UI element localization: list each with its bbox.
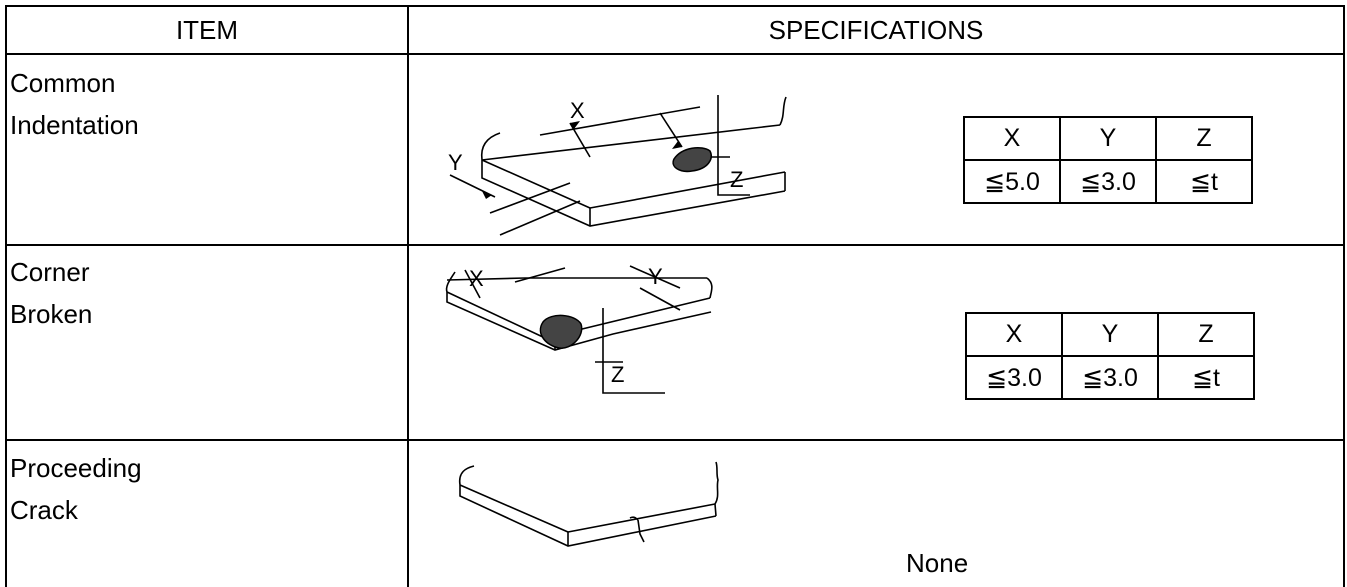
row-1-item-line2: Indentation xyxy=(10,110,139,140)
row-1-item: Common Indentation xyxy=(10,62,139,146)
row-1-limit-header-x: X xyxy=(963,116,1061,161)
header-divider xyxy=(5,53,1345,55)
row-2-sketch-z-label: Z xyxy=(611,362,624,387)
row-2-item-line2: Broken xyxy=(10,299,93,329)
row-1-limit-value-y: ≦3.0 xyxy=(1059,159,1157,204)
row-1-sketch-x-label: X xyxy=(570,98,585,123)
row-1-limits-table: X Y Z ≦5.0 ≦3.0 ≦t xyxy=(963,116,1253,204)
row-divider-1 xyxy=(5,244,1345,246)
row-2-item: Corner Broken xyxy=(10,251,92,335)
row-1-limits-header-row: X Y Z xyxy=(963,116,1253,161)
row-2-limit-header-y: Y xyxy=(1061,312,1159,357)
row-2-item-line1: Corner xyxy=(10,257,90,287)
row-1-sketch-y-label: Y xyxy=(448,150,463,175)
row-2-limits-table: X Y Z ≦3.0 ≦3.0 ≦t xyxy=(965,312,1255,400)
row-1-limit-header-z: Z xyxy=(1155,116,1253,161)
row-1-item-line1: Common xyxy=(10,68,116,98)
header-item: ITEM xyxy=(175,14,239,45)
row-2-limit-header-x: X xyxy=(965,312,1063,357)
row-2-limit-value-x: ≦3.0 xyxy=(965,355,1063,400)
row-3-item: Proceeding Crack xyxy=(10,447,142,531)
row-divider-2 xyxy=(5,439,1345,441)
column-divider xyxy=(407,5,409,587)
row-1-sketch-z-label: Z xyxy=(730,167,743,192)
row-1-limit-value-z: ≦t xyxy=(1155,159,1253,204)
corner-broken-sketch: X Y Z xyxy=(445,264,713,394)
common-indentation-sketch: X Y Z xyxy=(448,95,787,236)
row-1-limit-value-x: ≦5.0 xyxy=(963,159,1061,204)
row-3-item-line2: Crack xyxy=(10,495,78,525)
row-2-limit-value-z: ≦t xyxy=(1157,355,1255,400)
row-2-limit-header-z: Z xyxy=(1157,312,1255,357)
row-2-limits-header-row: X Y Z xyxy=(965,312,1255,357)
header-specifications: SPECIFICATIONS xyxy=(768,14,984,45)
row-2-sketch-x-label: X xyxy=(469,266,484,291)
proceeding-crack-sketch xyxy=(458,461,719,547)
spec-table-frame xyxy=(5,5,1345,587)
row-3-item-line1: Proceeding xyxy=(10,453,142,483)
row-2-limits-value-row: ≦3.0 ≦3.0 ≦t xyxy=(965,355,1255,400)
row-2-limit-value-y: ≦3.0 xyxy=(1061,355,1159,400)
row-2-sketch-y-label: Y xyxy=(648,264,663,289)
row-1-limits-value-row: ≦5.0 ≦3.0 ≦t xyxy=(963,159,1253,204)
row-1-limit-header-y: Y xyxy=(1059,116,1157,161)
row-3-spec-none: None xyxy=(906,548,969,578)
